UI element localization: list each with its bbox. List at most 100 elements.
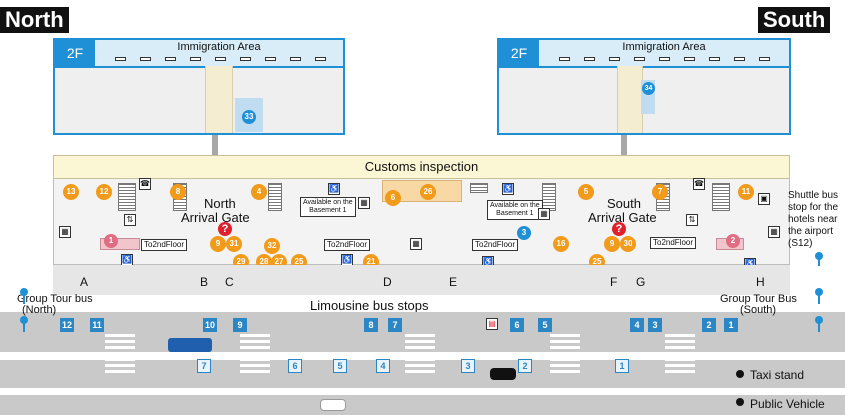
bus-pole-north-1 bbox=[20, 288, 28, 296]
atm-icon-3: ▦ bbox=[768, 226, 780, 238]
elevator-icon-1: ⇅ bbox=[124, 214, 136, 226]
crosswalk-4 bbox=[550, 334, 580, 374]
south-header: South bbox=[758, 7, 831, 33]
bus-stop-12: 12 bbox=[60, 318, 74, 332]
bus-stop-6: 6 bbox=[510, 318, 524, 332]
basement-north-line2: Basement 1 bbox=[309, 207, 347, 214]
to-2nd-floor-1: To2ndFloor bbox=[141, 239, 188, 251]
shuttle-info: Shuttle bus stop for the hotels near the… bbox=[788, 190, 838, 250]
lower-stop-7: 7 bbox=[197, 359, 211, 373]
restroom-icon-gate: ♿ bbox=[121, 254, 133, 266]
bus-stop-7: 7 bbox=[388, 318, 402, 332]
shuttle-line3: hotels near bbox=[788, 214, 838, 225]
limousine-bus-stops-label: Limousine bus stops bbox=[310, 298, 429, 313]
lower-stop-6: 6 bbox=[288, 359, 302, 373]
lower-stop-4: 4 bbox=[376, 359, 390, 373]
curb bbox=[53, 265, 790, 295]
facility-30: 30 bbox=[620, 236, 636, 252]
bus-stop-4: 4 bbox=[630, 318, 644, 332]
bus-stop-10: 10 bbox=[203, 318, 217, 332]
bus-stop-9: 9 bbox=[233, 318, 247, 332]
bus-pole-south-2 bbox=[815, 316, 823, 324]
to-2nd-floor-2: To2ndFloor bbox=[324, 239, 371, 251]
crosswalk-2 bbox=[240, 334, 270, 374]
restroom-icon-south: ♿ bbox=[502, 183, 514, 195]
elevator-icon-2: ⇅ bbox=[686, 214, 698, 226]
basement-south-line1: Available on the bbox=[490, 202, 540, 209]
shuttle-line1: Shuttle bus bbox=[788, 190, 839, 201]
phone-icon-south: ☎ bbox=[693, 178, 705, 190]
floor-tag-north: 2F bbox=[55, 40, 95, 66]
restroom-icon-north: ♿ bbox=[328, 183, 340, 195]
facility-12: 12 bbox=[96, 184, 112, 200]
facility-33-icon: 33 bbox=[242, 110, 256, 124]
bus-pole-south-1 bbox=[815, 288, 823, 296]
gate-h: H bbox=[756, 275, 765, 289]
group-tour-south-line2: (South) bbox=[740, 304, 777, 316]
facility-26: 26 bbox=[420, 184, 436, 200]
bus-stop-1: 1 bbox=[724, 318, 738, 332]
public-vehicle-label: Public Vehicle bbox=[750, 397, 825, 411]
stairs-5 bbox=[542, 183, 556, 211]
bus-stop-8: 8 bbox=[364, 318, 378, 332]
information-icon-south: ? bbox=[612, 222, 626, 236]
lower-stop-1: 1 bbox=[615, 359, 629, 373]
facility-11: 11 bbox=[738, 184, 754, 200]
public-vehicle-icon bbox=[320, 399, 346, 411]
facility-6: 6 bbox=[385, 190, 401, 206]
gate-d: D bbox=[383, 275, 392, 289]
stairs-1 bbox=[118, 183, 136, 211]
gate-b: B bbox=[200, 275, 209, 289]
basement-south-line2: Basement 1 bbox=[496, 210, 534, 217]
facility-4: 4 bbox=[251, 184, 267, 200]
facility-2: 2 bbox=[726, 234, 740, 248]
bus-stop-2: 2 bbox=[702, 318, 716, 332]
bus-shelter-icon: ▤ bbox=[486, 318, 498, 330]
lower-stop-3: 3 bbox=[461, 359, 475, 373]
facility-9-north: 9 bbox=[210, 236, 226, 252]
lower-stop-5: 5 bbox=[333, 359, 347, 373]
floor2-north: 2F Immigration Area 33 bbox=[53, 38, 345, 135]
immigration-area-north: Immigration Area bbox=[177, 41, 261, 53]
taxi-icon bbox=[490, 368, 516, 380]
bus-pole-north-2 bbox=[20, 316, 28, 324]
shuttle-line4: the airport bbox=[788, 226, 834, 237]
customs-inspection: Customs inspection bbox=[53, 155, 790, 179]
gate-e: E bbox=[449, 275, 458, 289]
crosswalk-3 bbox=[405, 334, 435, 374]
stairs-3 bbox=[268, 183, 282, 211]
north-arrival-line1: North bbox=[204, 196, 236, 211]
taxi-stand-label: Taxi stand bbox=[750, 368, 805, 382]
gate-g: G bbox=[636, 275, 646, 289]
to-2nd-floor-4: To2ndFloor bbox=[650, 237, 697, 249]
bus-icon bbox=[168, 338, 212, 352]
gate-c: C bbox=[225, 275, 234, 289]
shuttle-pole bbox=[815, 252, 823, 260]
south-arrival-line2: Arrival Gate bbox=[588, 210, 657, 225]
atm-icon-1: ▦ bbox=[59, 226, 71, 238]
facility-3: 3 bbox=[517, 226, 531, 240]
floor-tag-south: 2F bbox=[499, 40, 539, 66]
facility-5: 5 bbox=[578, 184, 594, 200]
floor2-south: 2F Immigration Area 34 bbox=[497, 38, 791, 135]
north-arrival-line2: Arrival Gate bbox=[181, 210, 250, 225]
information-icon-north: ? bbox=[218, 222, 232, 236]
facility-9-south: 9 bbox=[604, 236, 620, 252]
gate-a: A bbox=[80, 275, 89, 289]
group-tour-north-line1: Group Tour bus bbox=[17, 293, 93, 305]
facility-31: 31 bbox=[226, 236, 242, 252]
atm-icon-2: ▦ bbox=[410, 238, 422, 250]
public-vehicle-pin bbox=[736, 398, 744, 406]
facility-13: 13 bbox=[63, 184, 79, 200]
atm-icon-4: ▦ bbox=[358, 197, 370, 209]
south-arrival-line1: South bbox=[607, 196, 641, 211]
crosswalk-5 bbox=[665, 334, 695, 374]
facility-34-icon: 34 bbox=[642, 82, 655, 95]
basement-south: Available on the Basement 1 bbox=[487, 200, 543, 220]
taxi-stand-pin bbox=[736, 370, 744, 378]
bus-stop-5: 5 bbox=[538, 318, 552, 332]
bus-stop-11: 11 bbox=[90, 318, 104, 332]
bus-stop-3: 3 bbox=[648, 318, 662, 332]
crosswalk-1 bbox=[105, 334, 135, 374]
north-header: North bbox=[0, 7, 69, 33]
